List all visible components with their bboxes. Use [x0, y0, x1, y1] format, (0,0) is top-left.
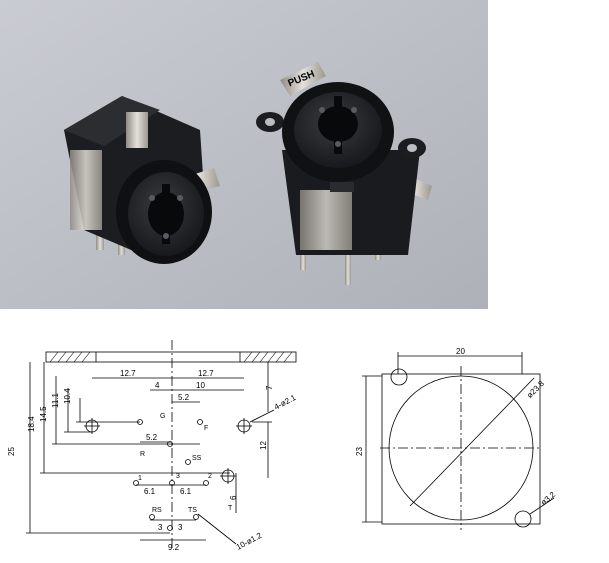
pin-label-f: F	[204, 425, 208, 432]
connector-left	[64, 96, 220, 264]
pin-label-ss: SS	[192, 455, 202, 462]
pin-label-rs: RS	[152, 507, 162, 514]
dim-9-2: 9.2	[168, 543, 180, 552]
pin-label-r: R	[140, 451, 145, 458]
pin-label-2: 2	[208, 473, 212, 480]
dim-12-7-left: 12.7	[120, 369, 136, 378]
dim-18-4: 18.4	[27, 416, 36, 432]
dim-3-right: 3	[178, 523, 183, 532]
dim-6-1-left: 6.1	[144, 487, 156, 496]
pin-label-ts: TS	[188, 507, 197, 514]
front-dimension-drawing: 25 18.4 14.5 11.1 10.4 12.7 12.7 4 10 5.…	[7, 340, 298, 552]
small-hole-bottom-right	[514, 510, 532, 528]
dim-10-4: 10.4	[63, 388, 72, 404]
pin-label-g: G	[160, 413, 165, 420]
dim-6-1-right: 6.1	[180, 487, 192, 496]
dim-3-left: 3	[158, 523, 163, 532]
pin-label-3: 3	[176, 473, 180, 480]
holes-4-dia: 4-ø2.1	[273, 393, 298, 412]
small-hole-diameter: ø3.2	[539, 490, 557, 508]
panel-cutout-drawing: 20 23 ø23.8 ø3.2	[355, 347, 557, 530]
dim-14-5: 14.5	[39, 406, 48, 422]
big-hole-diameter: ø23.8	[525, 379, 546, 400]
dim-overall-height: 25	[7, 447, 16, 456]
panel-height: 23	[355, 447, 364, 456]
dim-5-2-top: 5.2	[178, 393, 190, 402]
small-hole-top-left	[390, 368, 408, 386]
dim-12-7-right: 12.7	[198, 369, 214, 378]
connector-right: PUSH	[256, 62, 432, 285]
dim-5-2-mid: 5.2	[146, 433, 158, 442]
product-photo: PUSH	[0, 0, 488, 309]
dim-6: 6	[229, 495, 238, 500]
holes-10-dia: 10-ø1.2	[235, 531, 264, 552]
dim-11-1: 11.1	[51, 392, 60, 408]
dim-4: 4	[155, 381, 160, 390]
dim-12: 12	[259, 441, 268, 450]
pin-label-1: 1	[138, 475, 142, 482]
panel-bar	[45, 351, 297, 363]
dim-7: 7	[265, 385, 274, 390]
dim-10: 10	[196, 381, 205, 390]
pin-label-t: T	[228, 505, 233, 512]
panel-width: 20	[456, 347, 465, 356]
